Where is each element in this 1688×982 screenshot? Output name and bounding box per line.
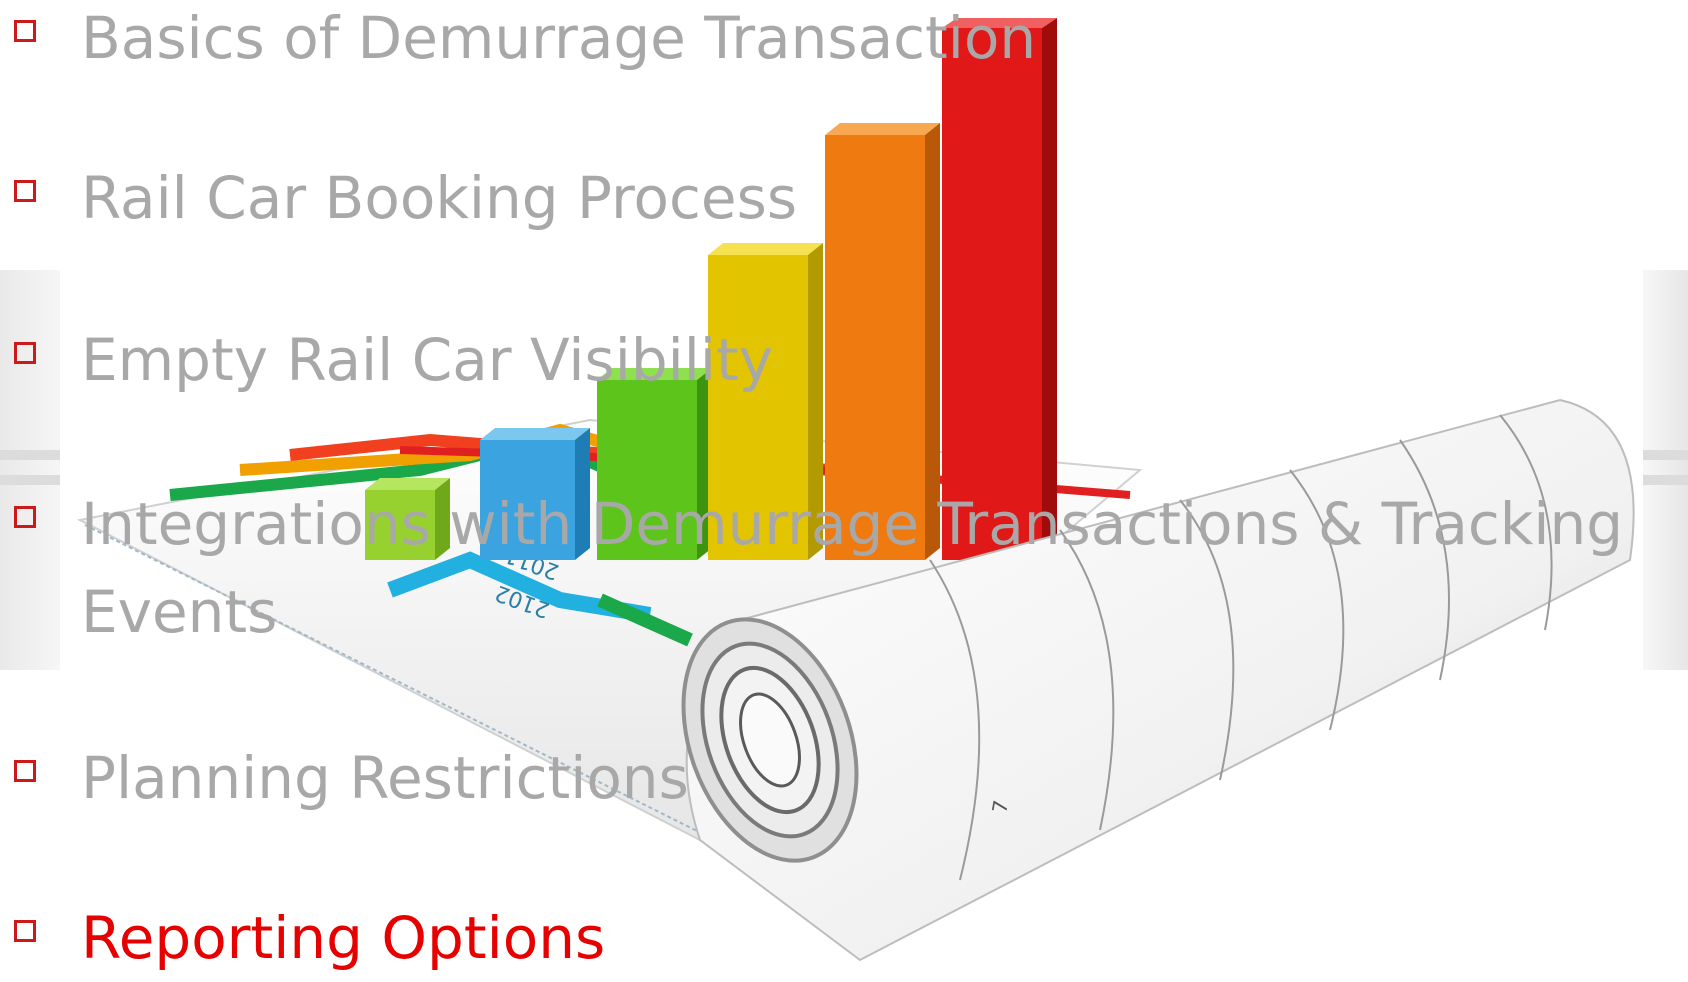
bullet-square-icon bbox=[14, 920, 36, 942]
agenda-item-label: Empty Rail Car Visibility bbox=[81, 326, 774, 394]
bar-1 bbox=[365, 478, 450, 560]
agenda-item-basics: Basics of Demurrage Transaction bbox=[14, 0, 1681, 82]
agenda-item-reporting: Reporting Options bbox=[14, 894, 1681, 982]
right-side-band bbox=[1643, 270, 1688, 670]
agenda-item-label: Reporting Options bbox=[81, 904, 606, 972]
bullet-square-icon bbox=[14, 180, 36, 202]
agenda-item-visibility: Empty Rail Car Visibility bbox=[14, 316, 1681, 404]
bar-chart bbox=[365, 18, 1057, 560]
agenda-item-booking: Rail Car Booking Process bbox=[14, 154, 1681, 242]
agenda-item-planning: Planning Restrictions bbox=[14, 734, 1681, 822]
left-side-band bbox=[0, 270, 60, 670]
bullet-square-icon bbox=[14, 760, 36, 782]
roll-mark: 7 bbox=[987, 798, 1013, 815]
bar-5 bbox=[825, 123, 940, 560]
agenda-item-label: Basics of Demurrage Transaction bbox=[81, 4, 1037, 72]
bullet-square-icon bbox=[14, 342, 36, 364]
paper-roll: 7 bbox=[681, 398, 1635, 962]
bullet-square-icon bbox=[14, 20, 36, 42]
agenda-item-integrations: Integrations with Demurrage Transactions… bbox=[14, 480, 1681, 656]
agenda-item-label: Integrations with Demurrage Transactions… bbox=[81, 490, 1624, 646]
bullet-square-icon bbox=[14, 506, 36, 528]
agenda-item-label: Planning Restrictions bbox=[81, 744, 689, 812]
bar-6 bbox=[942, 18, 1057, 560]
agenda-item-label: Rail Car Booking Process bbox=[81, 164, 798, 232]
bar-2 bbox=[480, 428, 590, 560]
bar-4 bbox=[708, 243, 823, 560]
